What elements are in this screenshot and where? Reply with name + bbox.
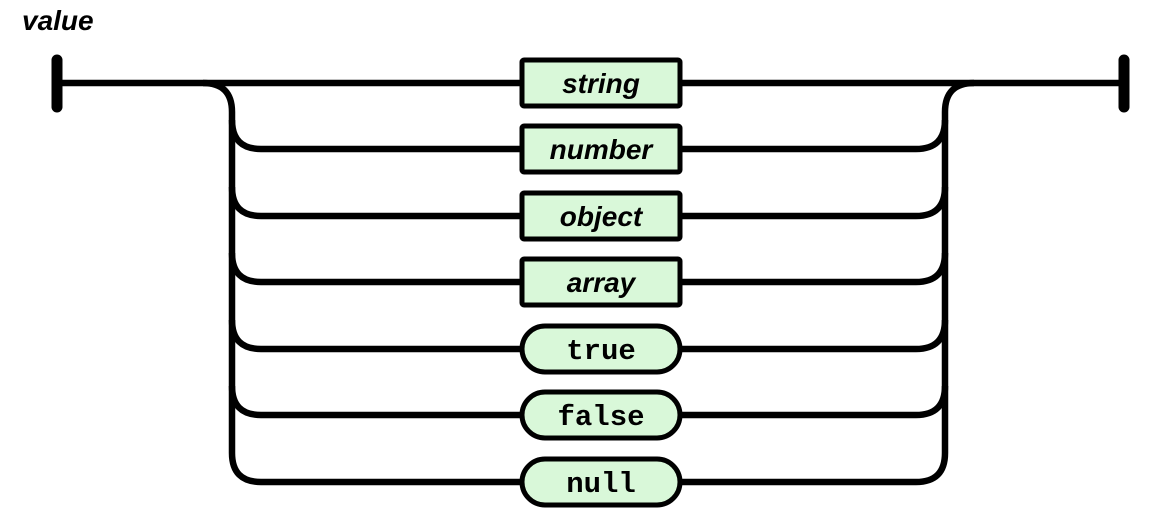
node-false-box <box>519 389 683 441</box>
node-true-label: true <box>566 335 636 368</box>
diagram-title: value <box>22 5 94 36</box>
node-null-label: null <box>566 468 636 501</box>
branch-right-vertical <box>941 79 975 453</box>
node-false: false <box>519 389 683 441</box>
node-false-label: false <box>557 401 644 434</box>
node-null-box <box>519 456 683 508</box>
branch-line-true <box>228 319 949 353</box>
branch-line-false <box>228 385 949 419</box>
branch-line-null <box>228 452 949 486</box>
node-true: true <box>519 323 683 375</box>
node-array-box <box>519 256 683 308</box>
node-null: null <box>519 456 683 508</box>
node-object: object <box>519 190 683 242</box>
node-object-box <box>519 190 683 242</box>
node-number-box <box>519 123 683 175</box>
node-string-box <box>519 57 683 109</box>
node-string-label: string <box>562 68 640 99</box>
branch-line-number <box>228 119 949 153</box>
node-array-label: array <box>567 267 637 298</box>
node-array: array <box>519 256 683 308</box>
node-object-label: object <box>560 201 644 232</box>
node-true-box <box>519 323 683 375</box>
node-number: number <box>519 123 683 175</box>
branch-line-array <box>228 252 949 286</box>
node-number-label: number <box>550 134 655 165</box>
branch-line-object <box>228 186 949 220</box>
node-string: string <box>519 57 683 109</box>
branch-left-vertical <box>202 79 236 453</box>
